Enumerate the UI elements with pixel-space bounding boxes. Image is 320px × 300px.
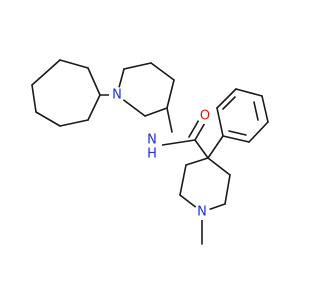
bond-quaternary-phenyl: [207, 135, 224, 159]
phenyl-ring: [216, 88, 269, 143]
cycloheptyl-ring: [31, 59, 101, 127]
atom-label-n-methyl: N: [197, 205, 207, 220]
atom-n-piperidine-2: N: [194, 204, 210, 220]
atom-label-o: O: [200, 109, 210, 124]
carbonyl-double-bond: [188, 117, 207, 141]
piperidine-ring-1: [116, 62, 175, 117]
bond-ring-amide-n: [166, 107, 173, 133]
atom-label-h-amide: H: [147, 147, 157, 162]
atom-label-n: N: [112, 88, 122, 103]
molecule-structure: N N H O N: [31, 59, 269, 245]
atom-label-n-amide: N: [147, 133, 157, 148]
atom-o-carbonyl: O: [197, 108, 213, 124]
atom-nh-amide: N H: [140, 133, 162, 162]
bond-amide-n-carbonyl: [155, 139, 196, 147]
molecule-canvas: N N H O N: [31, 59, 269, 245]
atom-n-piperidine-1: N: [109, 87, 125, 103]
bond-carbonyl-quaternary: [194, 139, 209, 159]
